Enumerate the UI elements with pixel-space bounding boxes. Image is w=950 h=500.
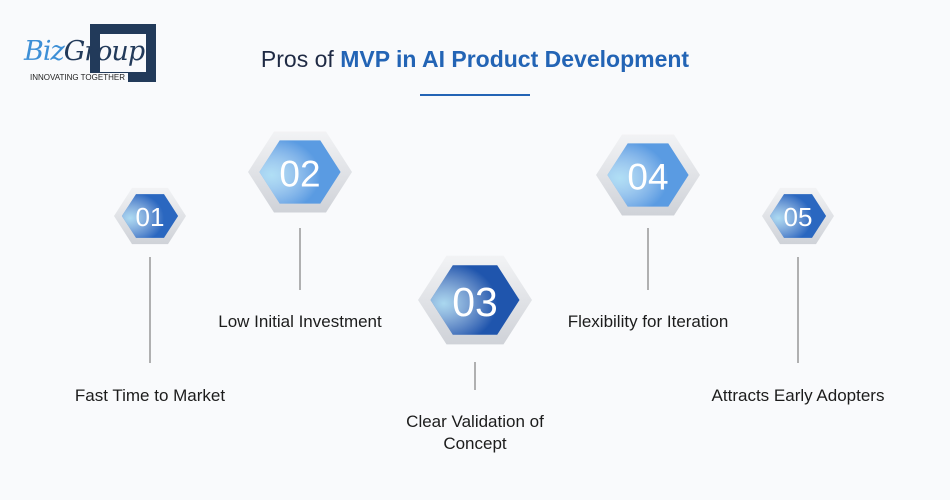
- step-number: 05: [784, 202, 813, 232]
- logo-text-biz: Biz: [24, 36, 65, 67]
- hexagon-shine: [607, 143, 689, 207]
- step-number: 04: [627, 157, 668, 198]
- step-number: 03: [452, 279, 498, 325]
- bizgroup-logo: BizGroup INNOVATING TOGETHER: [22, 24, 157, 84]
- title-underline: [420, 94, 530, 96]
- title-highlight: MVP in AI Product Development: [340, 46, 690, 72]
- step-number: 02: [279, 154, 320, 195]
- logo-tagline: INNOVATING TOGETHER: [30, 73, 128, 82]
- hexagon-shine: [259, 140, 341, 204]
- hexagon-shine: [430, 265, 520, 335]
- step-label: Low Initial Investment: [218, 312, 382, 331]
- hexagon-shine: [769, 194, 827, 238]
- page-title: Pros of MVP in AI Product Development: [0, 46, 950, 73]
- step-number: 01: [136, 202, 165, 232]
- title-prefix: Pros of: [260, 46, 341, 72]
- step-label: Clear Validation of Concept: [406, 412, 544, 453]
- step-label: Attracts Early Adopters: [711, 386, 885, 405]
- step-label: Flexibility for Iteration: [567, 312, 729, 331]
- step-label: Fast Time to Market: [74, 386, 226, 405]
- hexagon-shine: [121, 194, 179, 238]
- logo-text-group: Group: [63, 36, 145, 67]
